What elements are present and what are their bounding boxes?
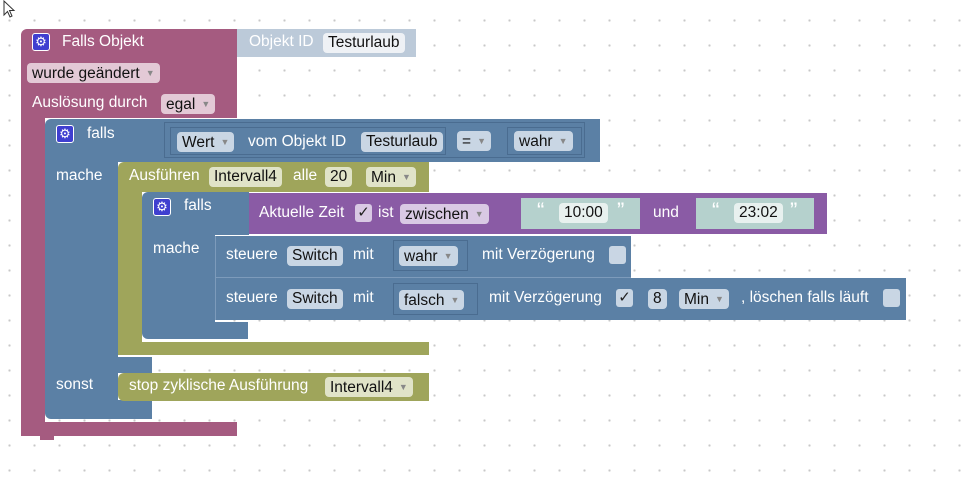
bool-block[interactable]: wahr ▼ xyxy=(393,240,468,271)
stop-interval-block[interactable]: stop zyklische Ausführung Intervall4 ▼ xyxy=(118,373,429,401)
trigger-dropdown[interactable]: egal ▼ xyxy=(161,94,216,114)
bool-value: falsch xyxy=(404,292,445,309)
event-value: wurde geändert xyxy=(32,65,140,82)
bool-dropdown[interactable]: wahr ▼ xyxy=(399,246,458,266)
end-time-text-block[interactable]: “ 23:02 ” xyxy=(696,198,814,229)
chevron-down-icon: ▼ xyxy=(220,137,230,147)
every-label: alle xyxy=(293,167,318,184)
is-label: ist xyxy=(378,204,394,221)
interval-label: Ausführen xyxy=(129,167,200,184)
inner-falls-label: falls xyxy=(184,197,212,214)
with-label: mit xyxy=(353,246,374,263)
time-between-block[interactable]: Aktuelle Zeit ✓ ist zwischen▼ “ 10:00 ” … xyxy=(249,193,827,234)
mode-value: zwischen xyxy=(405,206,469,223)
clear-label: , löschen falls läuft xyxy=(741,289,869,306)
gear-icon[interactable]: ⚙ xyxy=(32,33,50,51)
delay-checkbox[interactable] xyxy=(609,246,626,264)
time-checkbox[interactable]: ✓ xyxy=(355,204,372,222)
unit-dropdown[interactable]: Min ▼ xyxy=(366,167,416,187)
from-object-label: vom Objekt ID xyxy=(248,133,347,150)
gear-icon[interactable]: ⚙ xyxy=(56,125,74,143)
operator-value: = xyxy=(462,133,472,150)
object-id-field[interactable]: Testurlaub xyxy=(361,132,443,152)
if-falls-label: falls xyxy=(87,125,115,142)
if-mache-label: mache xyxy=(56,167,103,184)
interval-name-field[interactable]: Intervall4 xyxy=(209,167,282,187)
stop-label: stop zyklische Ausführung xyxy=(129,377,309,394)
delay-label: mit Verzögerung xyxy=(482,246,595,263)
object-id-block[interactable]: Objekt ID Testurlaub xyxy=(237,29,416,57)
control-block-1[interactable]: steuere Switch mit wahr ▼ mit Verzögerung xyxy=(215,236,631,278)
close-quote-icon: ” xyxy=(617,198,625,223)
inner-mache-label: mache xyxy=(153,240,200,257)
bool-value: wahr xyxy=(519,133,553,150)
start-time-field[interactable]: 10:00 xyxy=(559,203,608,223)
bool-dropdown[interactable]: wahr ▼ xyxy=(514,131,573,151)
open-quote-icon: “ xyxy=(537,198,545,223)
mode-dropdown[interactable]: zwischen ▼ xyxy=(400,204,489,224)
and-label: und xyxy=(653,204,679,221)
end-time-field[interactable]: 23:02 xyxy=(734,203,783,223)
bool-value: wahr xyxy=(404,248,438,265)
control-block-2[interactable]: steuere Switch mit falsch ▼ mit Verzögeru… xyxy=(215,278,906,320)
trigger-label: Auslösung durch xyxy=(32,94,148,111)
delay-checkbox[interactable]: ✓ xyxy=(616,289,633,307)
close-quote-icon: ” xyxy=(790,198,798,223)
clear-checkbox[interactable] xyxy=(883,289,900,307)
stop-interval-dropdown[interactable]: Intervall4 ▼ xyxy=(325,377,413,397)
with-label: mit xyxy=(353,289,374,306)
control-label: steuere xyxy=(226,289,278,306)
event-dropdown[interactable]: wurde geändert ▼ xyxy=(27,63,160,83)
control-label: steuere xyxy=(226,246,278,263)
bool-block[interactable]: falsch ▼ xyxy=(393,283,478,315)
control-target-field[interactable]: Switch xyxy=(287,289,343,309)
every-value-field[interactable]: 20 xyxy=(325,167,353,187)
mouse-cursor-icon xyxy=(3,0,16,18)
delay-value-field[interactable]: 8 xyxy=(648,289,667,309)
compare-block[interactable]: Wert▼ vom Objekt ID Testurlaub =▼ wahr▼ xyxy=(164,122,585,158)
unit-value: Min xyxy=(371,169,396,186)
open-quote-icon: “ xyxy=(712,198,720,223)
gear-icon[interactable]: ⚙ xyxy=(153,198,171,216)
delay-unit-value: Min xyxy=(684,291,709,308)
value-dropdown[interactable]: Wert ▼ xyxy=(177,132,235,152)
value-select: Wert xyxy=(182,134,215,151)
trigger-value: egal xyxy=(166,96,196,113)
current-time-label: Aktuelle Zeit xyxy=(259,204,345,221)
delay-label: mit Verzögerung xyxy=(489,289,602,306)
chevron-down-icon: ▼ xyxy=(201,99,211,109)
bool-block[interactable]: wahr ▼ xyxy=(507,127,582,155)
chevron-down-icon: ▼ xyxy=(714,294,724,304)
trigger-title: Falls Objekt xyxy=(62,33,144,50)
chevron-down-icon: ▼ xyxy=(477,136,486,146)
start-time-text-block[interactable]: “ 10:00 ” xyxy=(521,198,640,229)
chevron-down-icon: ▼ xyxy=(474,209,484,219)
chevron-down-icon: ▼ xyxy=(558,136,568,146)
chevron-down-icon: ▼ xyxy=(401,172,411,182)
object-id-label: Objekt ID xyxy=(249,33,314,50)
bool-dropdown[interactable]: falsch ▼ xyxy=(399,290,465,310)
operator-dropdown[interactable]: =▼ xyxy=(457,131,491,151)
control-target-field[interactable]: Switch xyxy=(287,246,343,266)
chevron-down-icon: ▼ xyxy=(443,251,453,261)
chevron-down-icon: ▼ xyxy=(145,68,155,78)
value-from-object-block[interactable]: Wert ▼ vom Objekt ID Testurlaub xyxy=(170,127,446,155)
object-id-field[interactable]: Testurlaub xyxy=(323,33,405,53)
chevron-down-icon: ▼ xyxy=(450,295,460,305)
chevron-down-icon: ▼ xyxy=(398,382,408,392)
stop-interval-value: Intervall4 xyxy=(330,379,393,396)
if-sonst-label: sonst xyxy=(56,376,94,393)
delay-unit-dropdown[interactable]: Min ▼ xyxy=(679,289,729,309)
